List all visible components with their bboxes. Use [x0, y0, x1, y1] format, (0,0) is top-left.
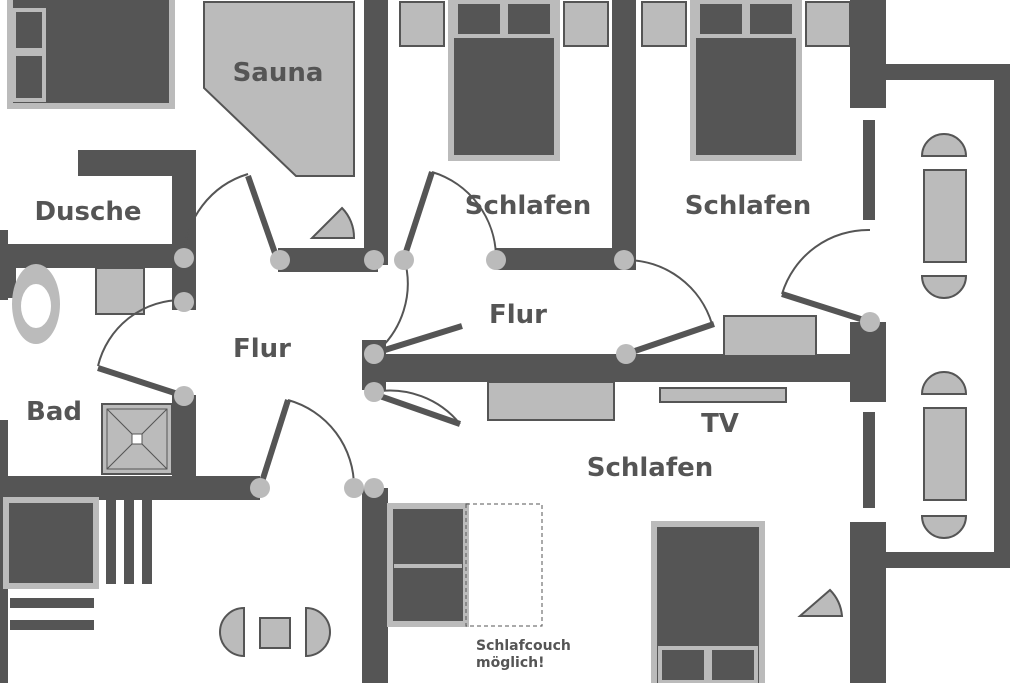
bed-top-left-pillow-2	[12, 52, 46, 102]
bed-schlafen-1-pillow-1	[454, 0, 504, 38]
stripe-4	[10, 598, 94, 608]
wall-dusche-right	[172, 150, 196, 310]
toilet-seat	[21, 284, 51, 328]
nightstand-2b	[805, 1, 851, 47]
dresser-corridor	[723, 315, 817, 357]
toilet-tank	[8, 268, 16, 298]
wall-right-bottom	[850, 522, 886, 683]
wall-right-thin-1	[863, 120, 875, 220]
stripe-2	[124, 500, 134, 584]
bed-schlafen-1-pillow-2	[504, 0, 554, 38]
room-label-dusche: Dusche	[34, 197, 141, 227]
wall-sauna-right	[364, 0, 388, 265]
wall-bedroom-divider	[612, 0, 636, 270]
dresser-schlafen-3	[487, 381, 615, 421]
wall-right-thin-2	[863, 412, 875, 508]
wall-dusche-bottom	[0, 244, 196, 268]
nightstand-1a	[399, 1, 445, 47]
sauna-cabin	[203, 1, 355, 177]
nightstand-2a	[641, 1, 687, 47]
wall-flur-top-left	[278, 248, 378, 272]
stool-right	[305, 606, 331, 658]
stripe-3	[142, 500, 152, 584]
room-label-schlafen-1: Schlafen	[465, 191, 592, 221]
sofa-note-line2: möglich!	[476, 655, 544, 671]
sofa-bed-extension	[465, 503, 543, 627]
room-label-schlafen-3: Schlafen	[587, 453, 714, 483]
stripe-1	[106, 500, 116, 584]
room-label-flur-center: Flur	[489, 300, 547, 330]
bed-top-left-pillow-1	[12, 8, 46, 52]
wall-right-mid	[850, 322, 886, 402]
bed-schlafen-3-pillow-2	[708, 646, 758, 683]
nightstand-1b	[563, 1, 609, 47]
bed-schlafen-3-pillow-1	[658, 646, 708, 683]
small-table	[259, 617, 291, 649]
furniture	[3, 0, 968, 683]
tv-label: TV	[701, 409, 739, 439]
balcony-right	[994, 64, 1010, 568]
cabinet-bottom-left	[3, 497, 99, 589]
wall-lower-left-vertical	[362, 488, 388, 683]
balcony-lounger-bottom	[920, 371, 968, 539]
stripe-5	[10, 620, 94, 630]
doors	[97, 171, 880, 617]
room-label-schlafen-2: Schlafen	[685, 191, 812, 221]
wall-right-top	[850, 0, 886, 108]
sofa-note-line1: Schlafcouch	[476, 638, 571, 654]
tv	[659, 387, 787, 403]
wall-schlafen1-bottom	[496, 248, 630, 270]
stool-left	[219, 606, 245, 658]
bed-schlafen-2-pillow-2	[746, 0, 796, 38]
balcony-top	[884, 64, 1010, 80]
labels: Sauna Dusche Bad Flur Flur Schlafen Schl…	[26, 58, 811, 671]
wall-bad-bottom	[0, 476, 260, 500]
bed-schlafen-2-pillow-1	[696, 0, 746, 38]
room-label-bad: Bad	[26, 397, 82, 427]
room-label-sauna: Sauna	[233, 58, 324, 88]
room-label-flur-left: Flur	[233, 334, 291, 364]
balcony-bottom	[884, 552, 1010, 568]
sink	[95, 267, 145, 315]
balcony-lounger-top	[920, 133, 968, 299]
